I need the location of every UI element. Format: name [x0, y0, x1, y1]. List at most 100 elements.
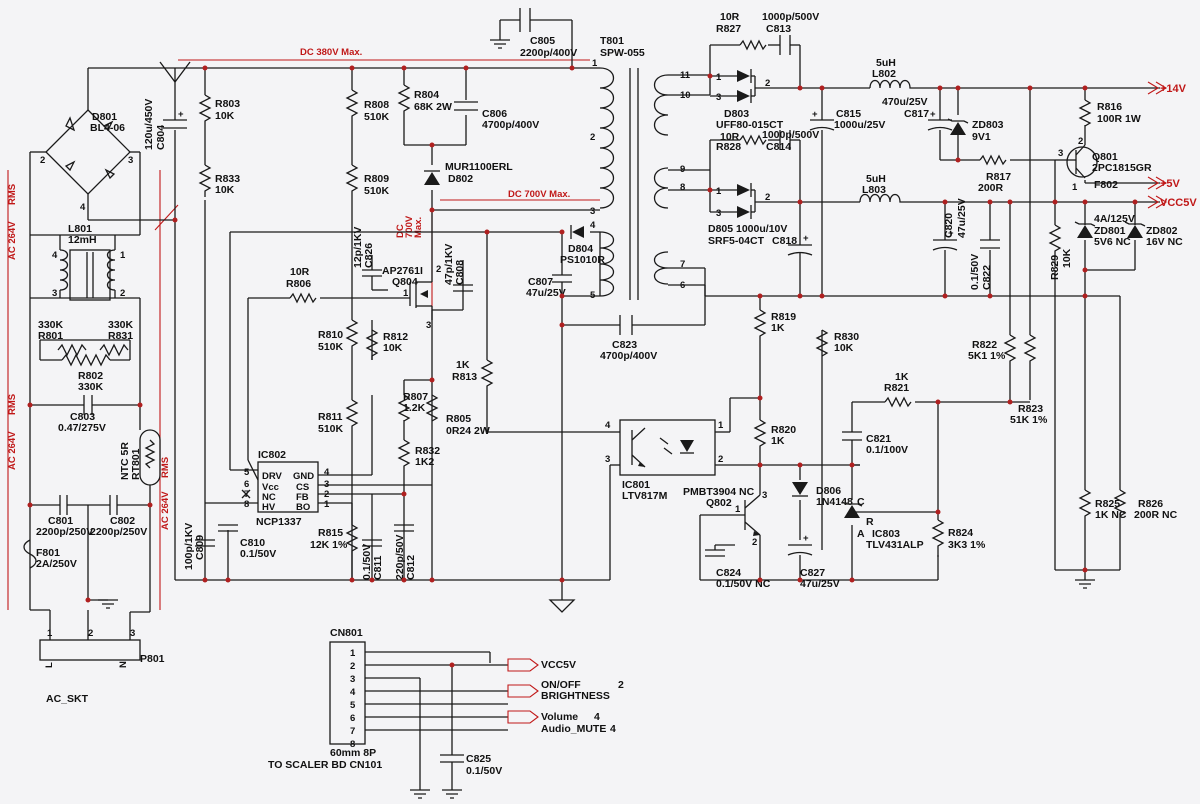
svg-text:0.1/50V: 0.1/50V: [466, 765, 502, 777]
svg-text:7: 7: [680, 259, 685, 270]
svg-text:2: 2: [350, 661, 355, 672]
capacitor-c810: C810 0.1/50V: [218, 524, 276, 560]
svg-text:1.2K: 1.2K: [403, 402, 426, 414]
svg-text:3: 3: [350, 674, 355, 685]
bridge-rectifier-d801: D801 BL4-06 2 3 4: [29, 109, 175, 298]
resistor-r813: 1K R813: [452, 359, 494, 390]
transistor-q801: 2 1 3 Q801 2PC1815GR: [1058, 136, 1152, 193]
svg-text:1: 1: [47, 628, 53, 639]
svg-text:+: +: [948, 228, 954, 239]
zener-zd801: ZD801 5V6 NC: [1074, 221, 1131, 248]
svg-text:2PC1815GR: 2PC1815GR: [1092, 162, 1152, 174]
svg-text:MUR1100ERL: MUR1100ERL: [445, 161, 513, 173]
diode-d803: 1 3 2 D803 UFF80-015CT: [710, 69, 784, 131]
svg-text:R802: R802: [78, 370, 103, 382]
diode-d806: D806 1N4148: [792, 482, 853, 508]
svg-text:R813: R813: [452, 371, 477, 383]
svg-text:RMS: RMS: [7, 394, 18, 415]
shunt-regulator-ic803: C R A IC803 TLV431ALP: [841, 496, 924, 551]
svg-text:0.47/275V: 0.47/275V: [58, 422, 106, 434]
svg-text:5: 5: [244, 467, 250, 478]
capacitor-c805: C805 2200p/400V: [490, 8, 577, 59]
junction-dots: [27, 65, 1138, 668]
resistor-network-r801-r831-r802: 330K R801 330K R831 R802 330K: [29, 298, 141, 610]
connector-cn801: CN801 1 2 3 4 5 6 7 8 C825 0.1/50V 60mm …: [268, 627, 508, 799]
resistor-r827: 10R R827: [716, 11, 767, 51]
svg-text:2: 2: [436, 264, 441, 275]
svg-text:4A/125V: 4A/125V: [1094, 213, 1135, 225]
svg-text:10K: 10K: [834, 342, 854, 354]
resistor-r822: R822 5K1 1%: [968, 334, 1017, 370]
resistor-r815: R815 12K 1%: [310, 524, 359, 580]
svg-text:1000u/25V: 1000u/25V: [834, 119, 885, 131]
svg-text:R811: R811: [318, 411, 343, 423]
svg-text:510K: 510K: [318, 341, 344, 353]
svg-text:N: N: [118, 661, 129, 668]
svg-text:120u/450V: 120u/450V: [143, 99, 155, 150]
svg-text:1: 1: [350, 648, 356, 659]
resistor-r806: 10R R806: [286, 266, 317, 304]
secondary-wiring: [668, 44, 1160, 581]
inductor-l803: 5uH L803: [859, 173, 905, 203]
svg-text:R821: R821: [884, 382, 909, 394]
svg-text:C817: C817: [904, 108, 929, 120]
svg-text:R808: R808: [364, 99, 389, 111]
svg-text:1: 1: [1072, 182, 1078, 193]
diode-d804: D804 PS1010R: [560, 225, 605, 266]
svg-text:1000p/500V: 1000p/500V: [762, 11, 819, 23]
svg-text:R830: R830: [834, 331, 859, 343]
svg-text:1: 1: [324, 499, 330, 510]
svg-text:R809: R809: [364, 173, 389, 185]
svg-text:NCP1337: NCP1337: [256, 516, 302, 528]
svg-text:R806: R806: [286, 278, 311, 290]
svg-text:9V1: 9V1: [972, 131, 991, 143]
svg-text:3: 3: [130, 628, 135, 639]
capacitor-c823: C823 4700p/400V: [600, 315, 657, 362]
capacitor-c811: 0.1/50V C811: [361, 539, 384, 580]
svg-text:C822: C822: [981, 265, 993, 290]
zener-zd803: ZD803 9V1: [947, 118, 1004, 143]
controller-ic802: IC802 DRV Vcc NC HV GND CS FB BO 5 6 7 8…: [241, 449, 330, 528]
capacitor-c817: + 470u/25V C817: [882, 96, 953, 131]
svg-text:3: 3: [1058, 148, 1063, 159]
svg-text:R831: R831: [108, 330, 133, 342]
svg-text:P801: P801: [140, 653, 165, 665]
svg-text:L803: L803: [862, 184, 886, 196]
svg-text:C810: C810: [240, 537, 265, 549]
svg-text:ZD801: ZD801: [1094, 225, 1126, 237]
svg-text:C809: C809: [194, 535, 206, 560]
svg-text:D804: D804: [568, 243, 593, 255]
svg-text:510K: 510K: [364, 111, 390, 123]
svg-text:1: 1: [592, 58, 598, 69]
svg-text:R819: R819: [771, 311, 796, 323]
svg-text:8: 8: [680, 182, 685, 193]
svg-text:2200p/250V: 2200p/250V: [36, 526, 93, 538]
svg-text:2200p/250V: 2200p/250V: [90, 526, 147, 538]
output-14v: +14V: [1147, 81, 1187, 95]
svg-text:+: +: [803, 533, 809, 544]
svg-text:3: 3: [762, 490, 767, 501]
svg-text:Q804: Q804: [392, 276, 418, 288]
svg-text:C807: C807: [528, 276, 553, 288]
svg-text:+: +: [930, 109, 936, 120]
capacitor-c809: 100p/1KV C809: [183, 523, 215, 570]
resistor-r824: R824 3K3 1%: [931, 519, 986, 557]
svg-text:R817: R817: [986, 171, 1011, 183]
svg-text:Max.: Max.: [413, 217, 424, 238]
resistor-r832: R832 1K2: [397, 439, 440, 470]
secondary-ground: [1075, 579, 1095, 589]
svg-text:1K NC: 1K NC: [1095, 509, 1127, 521]
capacitor-c813: 1000p/500V C813: [762, 11, 819, 55]
svg-text:2: 2: [618, 679, 624, 691]
svg-text:C804: C804: [155, 125, 167, 150]
svg-text:0.1/50V: 0.1/50V: [240, 548, 276, 560]
svg-text:C808: C808: [454, 260, 466, 285]
svg-text:Volume: Volume: [541, 711, 578, 723]
svg-text:10K: 10K: [1061, 248, 1073, 268]
resistor-r810: R810 510K: [318, 319, 359, 360]
svg-text:R824: R824: [948, 527, 973, 539]
capacitor-c826: 12p/1KV C826: [352, 227, 388, 291]
capacitor-c818: + 1000u/10V C818: [736, 223, 813, 256]
svg-text:LTV817M: LTV817M: [622, 490, 668, 502]
